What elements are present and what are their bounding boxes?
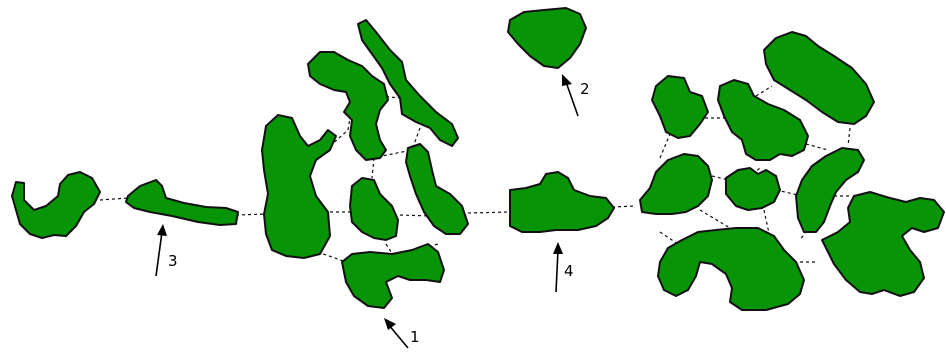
patch bbox=[822, 192, 944, 296]
callout-3: 3 bbox=[156, 224, 178, 276]
patch bbox=[350, 178, 398, 240]
patch-2 bbox=[508, 8, 586, 68]
patch-4 bbox=[510, 172, 614, 232]
patch bbox=[726, 168, 780, 210]
callout-label-1: 1 bbox=[410, 328, 420, 346]
habitat-patches bbox=[12, 8, 944, 310]
callout-label-3: 3 bbox=[168, 252, 178, 270]
callout-label-4: 4 bbox=[564, 262, 574, 280]
patch bbox=[640, 154, 712, 214]
patch-1 bbox=[342, 244, 444, 308]
callout-1: 1 bbox=[384, 318, 420, 348]
callout-4: 4 bbox=[553, 242, 574, 292]
callout-2: 2 bbox=[562, 74, 590, 116]
patch bbox=[652, 76, 708, 138]
patch-3 bbox=[126, 180, 238, 225]
patch bbox=[406, 144, 468, 234]
patch bbox=[658, 228, 804, 310]
callout-label-2: 2 bbox=[580, 80, 590, 98]
patch bbox=[262, 115, 336, 258]
patch bbox=[12, 172, 100, 238]
